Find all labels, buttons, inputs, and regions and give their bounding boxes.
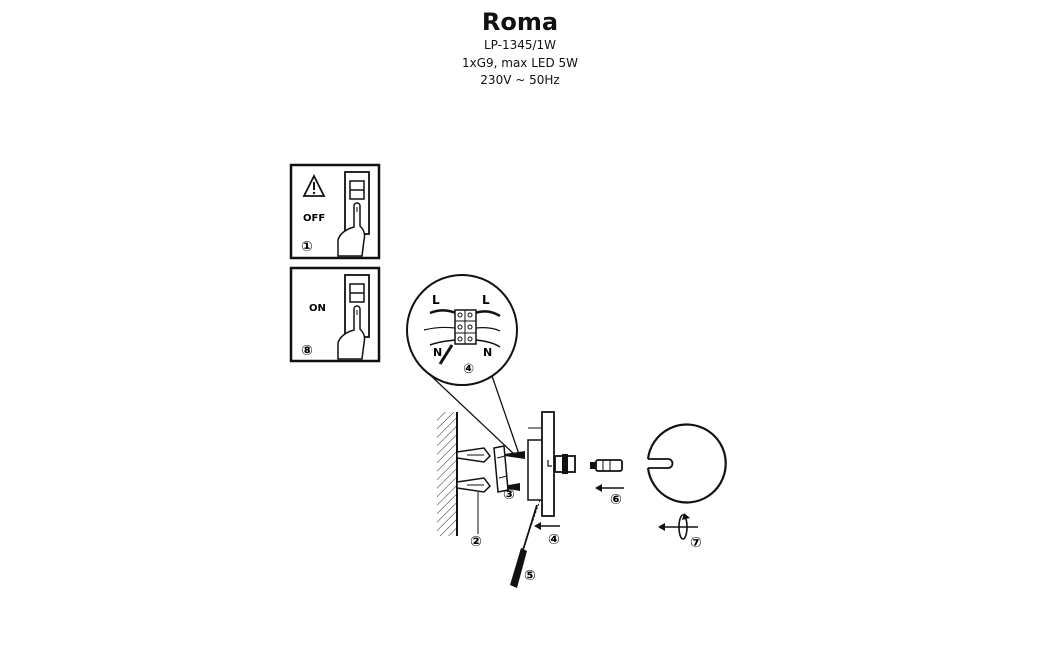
hand-pointer-icon	[337, 305, 366, 360]
wall-plugs	[456, 447, 491, 534]
arrow-step-6	[595, 484, 624, 492]
lamp-base	[527, 411, 576, 517]
warning-icon	[302, 173, 326, 197]
hand-pointer-icon	[337, 202, 366, 257]
model-number: LP-1345/1W	[483, 38, 557, 52]
step-1-label: ①	[301, 239, 313, 255]
lamp-shade	[646, 423, 727, 504]
step-8-label: ⑧	[301, 343, 313, 359]
wiring-detail: L L N N ④	[406, 274, 521, 458]
neutral-right-label: N	[483, 346, 492, 359]
off-label: OFF	[303, 213, 325, 224]
step-3-label: ③	[503, 487, 515, 503]
step-5-label: ⑤	[524, 568, 536, 584]
voltage-spec: 230V ~ 50Hz	[480, 73, 560, 87]
step-6-label: ⑥	[610, 492, 622, 508]
live-right-label: L	[482, 293, 490, 307]
neutral-left-label: N	[433, 346, 442, 359]
rotate-arrow-icon	[658, 513, 698, 540]
mounting-bracket	[493, 445, 509, 493]
g9-bulb-icon	[590, 459, 623, 472]
wiring-step-label: ④	[463, 362, 474, 377]
live-left-label: L	[432, 293, 440, 307]
bulb-spec: 1xG9, max LED 5W	[461, 56, 579, 70]
wall	[437, 412, 458, 536]
arrow-step-4	[534, 522, 560, 530]
step-4-label: ④	[548, 532, 560, 548]
panel-switch-on: ON ⑧	[289, 266, 381, 363]
product-title: Roma	[481, 8, 559, 36]
screwdriver-icon	[510, 504, 538, 588]
panel-switch-off: OFF ①	[289, 163, 381, 260]
step-2-label: ②	[470, 534, 482, 550]
screws	[503, 451, 525, 491]
screwdriver-icon	[438, 344, 454, 365]
on-label: ON	[309, 303, 326, 314]
step-7-label: ⑦	[690, 535, 702, 551]
terminal-block	[454, 309, 477, 345]
